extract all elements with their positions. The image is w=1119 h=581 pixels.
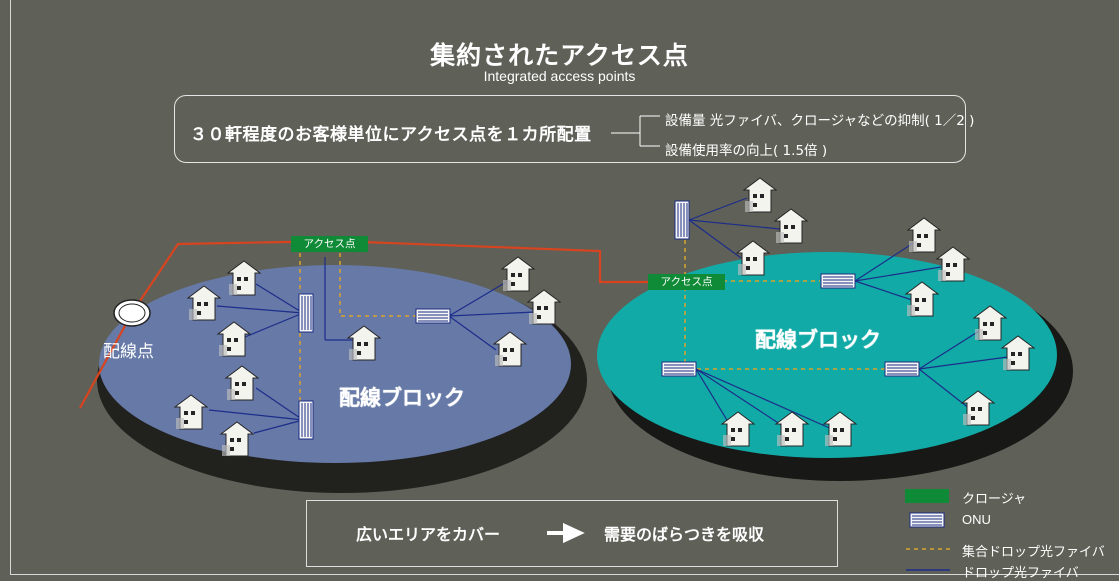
legend-closure-label: クロージャ — [962, 492, 1027, 507]
page-title: 集約されたアクセス点 — [430, 41, 689, 70]
house-icon — [936, 246, 970, 282]
right-wiring-block — [597, 252, 1057, 458]
summary-connector — [611, 115, 660, 147]
right-onu-upper — [820, 273, 856, 289]
legend-drop-fiber-label: ドロップ光ファイバ — [962, 566, 1079, 581]
legend-onu-icon — [909, 512, 945, 528]
house-icon — [736, 240, 770, 276]
left-block-label: 配線ブロック — [339, 386, 465, 410]
summary-main-text: ３０軒程度のお客様単位にアクセス点を１カ所配置 — [190, 125, 592, 145]
left-wiring-block — [99, 265, 571, 463]
summary-benefit-2: 設備使用率の向上( 1.5倍 ) — [665, 143, 828, 159]
left-closure-bottom — [298, 400, 314, 440]
house-icon — [527, 289, 561, 325]
left-drop-fibers — [208, 257, 536, 434]
legend-aggregate-fiber-label: 集合ドロップ光ファイバ — [962, 545, 1105, 560]
left-onu-right — [415, 308, 451, 324]
house-icon — [774, 208, 808, 244]
left-closure-top — [298, 293, 314, 333]
bottom-message-left: 広いエリアをカバー — [356, 525, 501, 544]
house-icon — [907, 217, 941, 253]
house-icon — [227, 260, 261, 296]
house-icon — [501, 256, 535, 292]
left-access-point-label: アクセス点 — [291, 236, 368, 252]
left-aggregate-fiber — [299, 253, 416, 421]
right-block-label: 配線ブロック — [755, 328, 881, 352]
right-onu-right — [884, 361, 920, 377]
right-access-point-label: アクセス点 — [648, 274, 725, 290]
right-closure-top — [674, 200, 690, 240]
summary-box — [174, 95, 966, 163]
right-aggregate-fiber — [684, 240, 885, 370]
page-subtitle: Integrated access points — [483, 68, 636, 84]
legend-closure-swatch — [905, 489, 949, 503]
bottom-arrow-icon — [547, 522, 585, 544]
bottom-message-right: 需要のばらつきを吸収 — [604, 525, 765, 544]
right-onu-left — [661, 361, 697, 377]
house-icon — [743, 177, 777, 213]
summary-benefit-1: 設備量 光ファイバ、クロージャなどの抑制( 1／2 ) — [665, 113, 975, 129]
bottom-message-box — [306, 500, 838, 567]
legend-onu-label: ONU — [962, 512, 991, 527]
wiring-point-label: 配線点 — [103, 342, 154, 362]
